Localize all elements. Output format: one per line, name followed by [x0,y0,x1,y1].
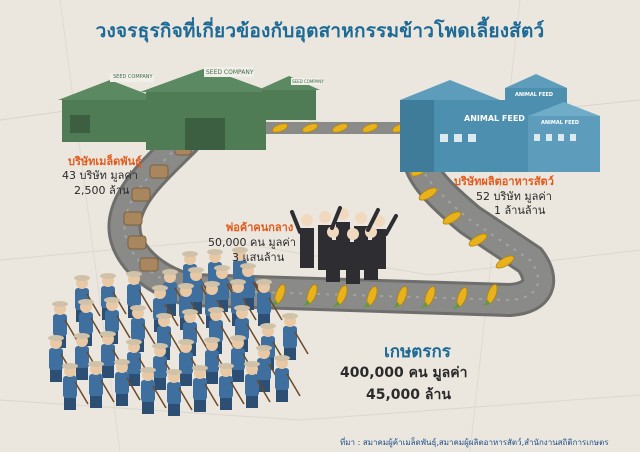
animal-feed-heading: บริษัทผลิตอาหารสัตว์ [454,175,554,188]
farmer-figure [218,363,245,410]
farmers-heading: เกษตรกร [384,342,451,362]
middleman-count: 50,000 คน มูลค่า [208,236,296,249]
seed-company-value: 2,500 ล้าน [74,184,130,197]
animal-feed-sign: ANIMAL FEED [515,92,554,98]
farmer-figure [256,279,283,326]
farmer-figure [88,361,115,408]
farmer-figure [62,363,89,410]
seed-company-buildings [58,67,321,150]
farmer-figure [204,337,231,384]
farmer-figure [114,359,141,406]
farmer-figure [282,313,309,360]
farmer-figure [152,343,179,390]
farmers-crowd [48,247,309,416]
seed-company-sign: SEED COMPANY [206,69,254,76]
middleman-heading: พ่อค้าคนกลาง [226,221,294,234]
farmer-figure [274,355,301,402]
farmer-figure [192,365,219,412]
farmer-figure [256,345,283,392]
seed-company-sign: SEED COMPANY [292,79,324,84]
farmer-figure [166,369,193,416]
farmer-figure [140,367,167,414]
seed-company-count: 43 บริษัท มูลค่า [62,169,138,182]
source-line: ที่มา : สมาคมผู้ค้าเมล็ดพันธุ์,สมาคมผู้ผ… [340,438,609,447]
animal-feed-buildings [400,74,600,172]
farmer-figure [74,333,101,380]
farmer-figure [126,339,153,386]
farmers-count: 400,000 คน มูลค่า [340,365,468,381]
seed-company-sign: SEED COMPANY [113,74,153,80]
seed-company-heading: บริษัทเมล็ดพันธุ์ [68,155,142,168]
animal-feed-count: 52 บริษัท มูลค่า [476,190,552,203]
farmers-value: 45,000 ล้าน [366,387,451,403]
farmer-figure [100,331,127,378]
animal-feed-sign: ANIMAL FEED [541,120,580,126]
farmer-figure [178,339,205,386]
farmer-figure [244,361,271,408]
animal-feed-value: 1 ล้านล้าน [494,204,546,217]
middleman-value: 3 แสนล้าน [232,251,285,264]
animal-feed-sign: ANIMAL FEED [464,114,525,123]
page-title: วงจรธุรกิจที่เกี่ยวข้องกับอุตสาหกรรมข้าว… [95,20,545,42]
middlemen-group [290,206,398,284]
